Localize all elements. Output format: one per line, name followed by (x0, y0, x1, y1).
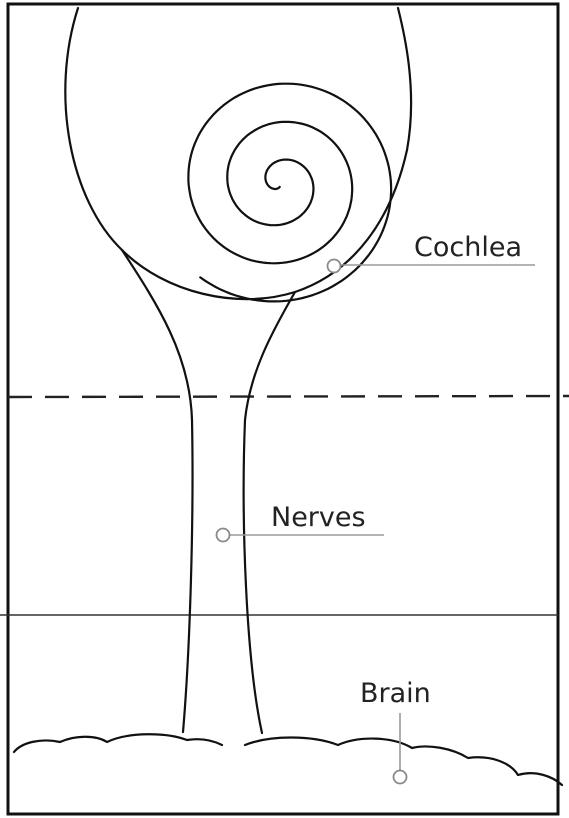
cochlea-marker (328, 260, 341, 273)
frame-border (8, 4, 558, 814)
brain-outline-left (14, 734, 222, 752)
brain-label: Brain (360, 678, 431, 709)
nerves-label: Nerves (271, 502, 366, 533)
nerve-left-edge (122, 250, 193, 732)
nerves-marker (217, 529, 230, 542)
brain-marker (394, 771, 407, 784)
cochlea-spiral (188, 84, 391, 302)
cochlea-label: Cochlea (414, 232, 522, 263)
dashed-divider (8, 396, 569, 397)
